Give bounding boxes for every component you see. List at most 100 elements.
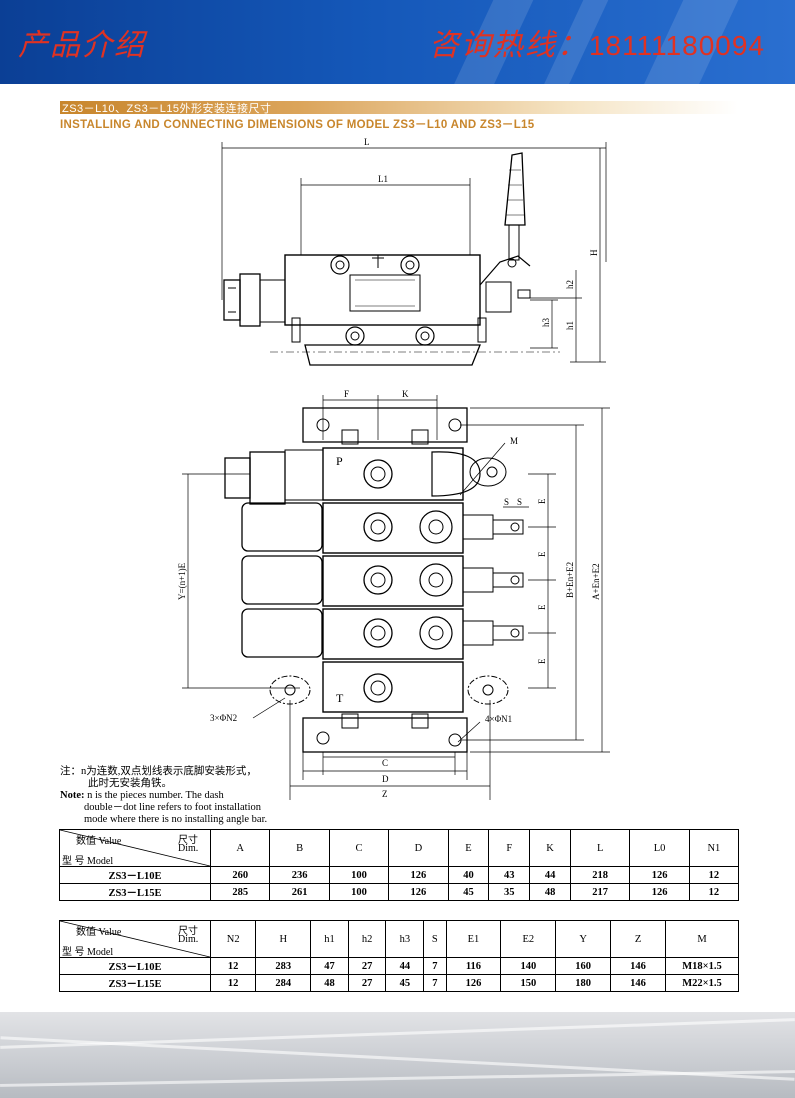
value-cell: 218 bbox=[569, 866, 631, 884]
spec-table-1: 数值 Value 尺寸 Dim. 型 号 Model A B C D E F K… bbox=[59, 829, 740, 901]
value-cell: 48 bbox=[310, 974, 349, 992]
column-header: E bbox=[447, 829, 490, 867]
front-view: F K M P bbox=[177, 389, 610, 800]
value-cell: 283 bbox=[255, 957, 312, 975]
header-hotline: 咨询热线：18111180094 bbox=[429, 20, 765, 64]
column-header: F bbox=[488, 829, 531, 867]
value-cell: 44 bbox=[385, 957, 425, 975]
spec-table-2: 数值 Value 尺寸 Dim. 型 号 Model N2 H h1 h2 h3… bbox=[59, 920, 739, 992]
dim-Z-label: Z bbox=[382, 789, 388, 799]
table-header-row: 数值 Value 尺寸 Dim. 型 号 Model A B C D E F K… bbox=[59, 829, 740, 867]
hotline-label: 咨询热线： bbox=[428, 28, 589, 63]
value-cell: 146 bbox=[610, 974, 666, 992]
column-header: E1 bbox=[445, 920, 502, 958]
column-header: S bbox=[423, 920, 447, 958]
table-row: ZS3－L10E 12 283 47 27 44 7 116 140 160 1… bbox=[59, 957, 739, 975]
dim-C-label: C bbox=[382, 758, 388, 768]
value-cell: 180 bbox=[555, 974, 612, 992]
dim-h3-label: h3 bbox=[541, 318, 551, 328]
dim-S-label: S bbox=[517, 497, 522, 507]
value-cell: 7 bbox=[423, 957, 447, 975]
column-header: h3 bbox=[385, 920, 425, 958]
note-en-line2: double－dot line refers to foot installat… bbox=[84, 802, 262, 813]
work-section bbox=[241, 608, 524, 660]
corner-model-label: 型 号 Model bbox=[62, 947, 114, 958]
corner-dim-cn: 尺寸 bbox=[178, 835, 198, 846]
side-view: L L1 bbox=[221, 137, 607, 366]
value-cell: 12 bbox=[688, 866, 740, 884]
dim-H-label: H bbox=[589, 249, 599, 256]
note-cn-line2: 此时无安装角铁。 bbox=[88, 778, 172, 789]
table-row: ZS3－L10E 260 236 100 126 40 43 44 218 12… bbox=[59, 866, 740, 884]
value-cell: 217 bbox=[569, 883, 631, 901]
value-cell: 100 bbox=[328, 883, 390, 901]
dim-h1-label: h1 bbox=[565, 321, 575, 330]
value-cell: 27 bbox=[347, 974, 387, 992]
value-cell: 285 bbox=[209, 883, 271, 901]
note-cn-line1: 注：n为连数,双点划线表示底脚安装形式， bbox=[60, 766, 257, 777]
value-cell: 12 bbox=[688, 883, 740, 901]
value-cell: 260 bbox=[209, 866, 271, 884]
section-title-cn: ZS3－L10、ZS3－L15外形安装连接尺寸 bbox=[62, 103, 272, 115]
column-header: E2 bbox=[500, 920, 557, 958]
dim-h2-label: h2 bbox=[565, 280, 575, 289]
value-cell: 43 bbox=[488, 866, 531, 884]
column-header: h1 bbox=[310, 920, 349, 958]
value-cell: 27 bbox=[347, 957, 387, 975]
value-cell: 140 bbox=[500, 957, 557, 975]
table-row: ZS3－L15E 285 261 100 126 45 35 48 217 12… bbox=[59, 883, 740, 901]
corner-model-label: 型 号 Model bbox=[62, 856, 114, 867]
dim-F-label: F bbox=[344, 389, 349, 399]
dim-D-label: D bbox=[382, 774, 389, 784]
dim-E-label: E bbox=[537, 658, 547, 664]
column-header: L0 bbox=[629, 829, 690, 867]
value-cell: 12 bbox=[209, 974, 257, 992]
value-cell: M22×1.5 bbox=[665, 974, 739, 992]
value-cell: 35 bbox=[488, 883, 531, 901]
note-en-label: Note: bbox=[60, 790, 85, 801]
column-header: N1 bbox=[688, 829, 740, 867]
model-cell: ZS3－L15E bbox=[59, 974, 211, 992]
value-cell: 48 bbox=[529, 883, 571, 901]
table-corner-cell: 数值 Value 尺寸 Dim. 型 号 Model bbox=[59, 920, 211, 958]
corner-dim-cn: 尺寸 bbox=[178, 926, 198, 937]
value-cell: 126 bbox=[388, 866, 449, 884]
column-header: D bbox=[388, 829, 449, 867]
table-corner-cell: 数值 Value 尺寸 Dim. 型 号 Model bbox=[59, 829, 211, 867]
value-cell: M18×1.5 bbox=[665, 957, 739, 975]
column-header: A bbox=[209, 829, 271, 867]
dim-N2-label: 3×ΦN2 bbox=[210, 713, 237, 723]
table-row: ZS3－L15E 12 284 48 27 45 7 126 150 180 1… bbox=[59, 974, 739, 992]
column-header: M bbox=[665, 920, 739, 958]
port-P-label: P bbox=[336, 454, 343, 468]
corner-value-label: 数值 Value bbox=[76, 836, 122, 847]
value-cell: 45 bbox=[447, 883, 490, 901]
section-title-bar bbox=[60, 101, 738, 114]
dim-Y-label: Y=(n+1)E bbox=[177, 562, 187, 600]
value-cell: 150 bbox=[500, 974, 557, 992]
table-header-row: 数值 Value 尺寸 Dim. 型 号 Model N2 H h1 h2 h3… bbox=[59, 920, 739, 958]
value-cell: 45 bbox=[385, 974, 425, 992]
note-en-line1: n is the pieces number. The dash bbox=[87, 790, 224, 801]
dim-AE-label: A+En+E2 bbox=[591, 563, 601, 600]
value-cell: 44 bbox=[529, 866, 571, 884]
value-cell: 126 bbox=[388, 883, 449, 901]
dim-K-label: K bbox=[402, 389, 409, 399]
value-cell: 160 bbox=[555, 957, 612, 975]
value-cell: 7 bbox=[423, 974, 447, 992]
hotline-number[interactable]: 18111180094 bbox=[588, 30, 765, 61]
value-cell: 146 bbox=[610, 957, 666, 975]
dim-E-label: E bbox=[537, 551, 547, 557]
column-header: h2 bbox=[347, 920, 387, 958]
dim-BE-label: B+En+E2 bbox=[565, 562, 575, 598]
technical-drawing: L L1 bbox=[177, 137, 610, 800]
value-cell: 126 bbox=[445, 974, 502, 992]
value-cell: 47 bbox=[310, 957, 349, 975]
column-header: Y bbox=[555, 920, 612, 958]
section-title-en: INSTALLING AND CONNECTING DIMENSIONS OF … bbox=[60, 119, 535, 131]
column-header: K bbox=[529, 829, 571, 867]
dim-L1-label: L1 bbox=[378, 174, 388, 184]
model-cell: ZS3－L10E bbox=[59, 957, 211, 975]
dim-S-label: S bbox=[504, 497, 509, 507]
model-cell: ZS3－L10E bbox=[59, 866, 211, 884]
